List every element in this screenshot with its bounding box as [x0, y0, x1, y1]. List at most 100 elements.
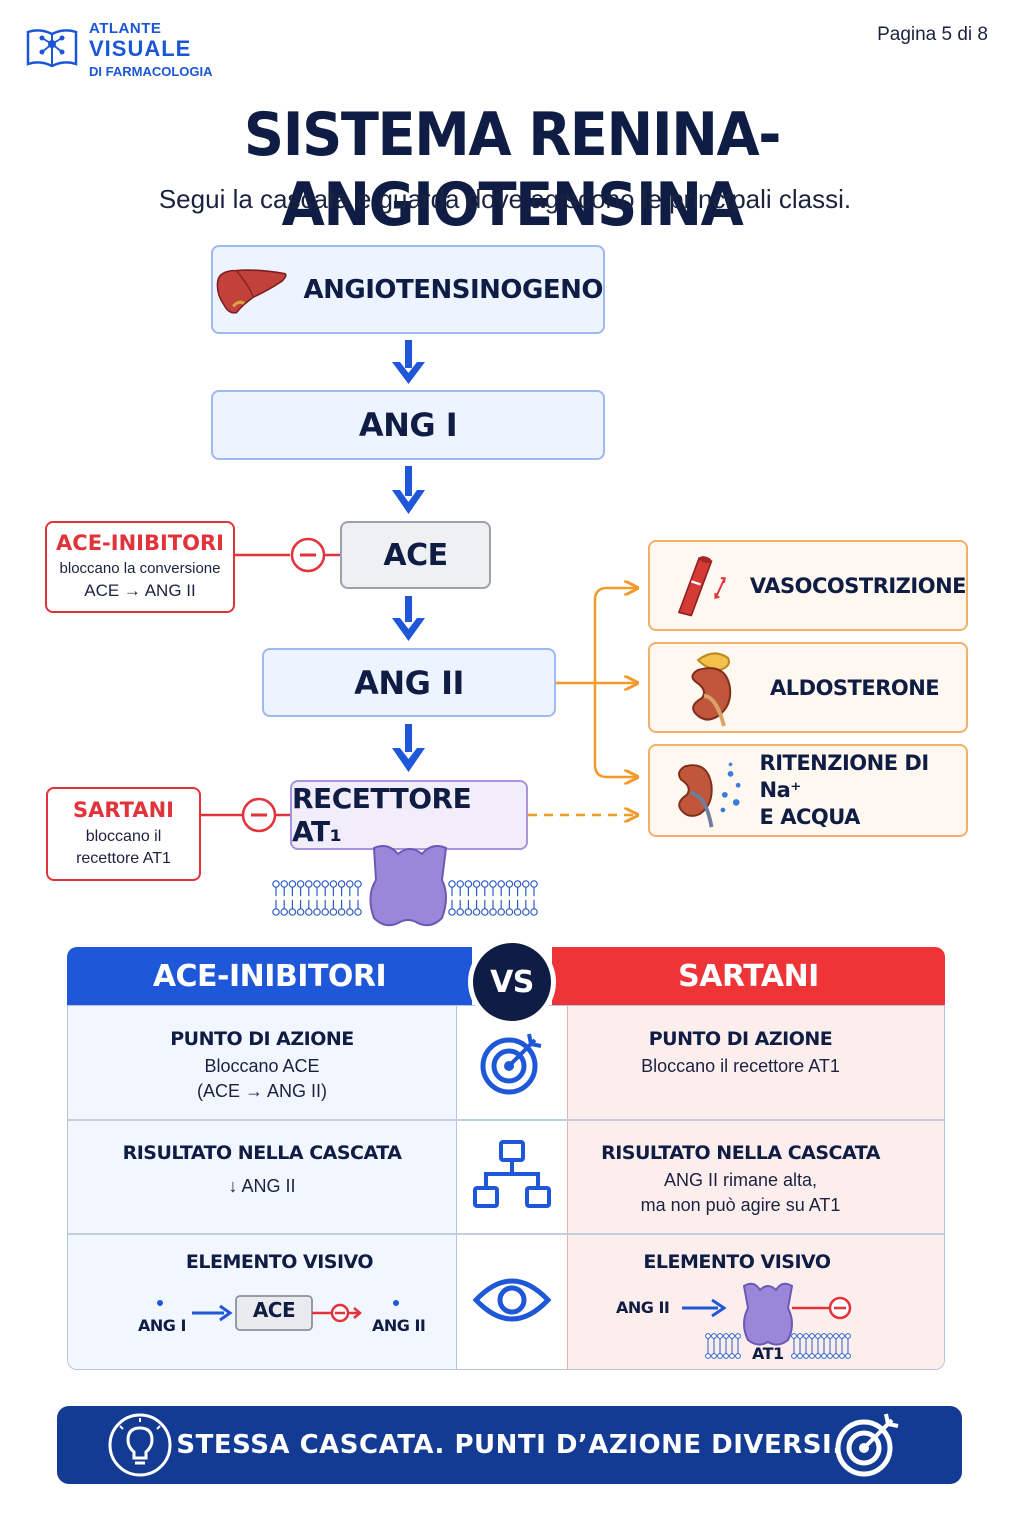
lipid-head [280, 908, 289, 916]
mini-ang2-label: ANG II [372, 1316, 426, 1335]
row-1-left-text-1: Bloccano ACE [204, 1056, 320, 1076]
sartans-text-1: bloccano il [85, 828, 162, 846]
lipid-head [497, 908, 506, 916]
row-divider-1 [68, 1119, 944, 1121]
aldosterone-box: ALDOSTERONE [648, 642, 968, 733]
aldosterone-label: ALDOSTERONE [770, 675, 940, 700]
lipid-head [505, 880, 514, 888]
vasoconstriction-label: VASOCOSTRIZIONE [749, 573, 967, 598]
sodium-water-retention-box: RITENZIONE DI Na⁺ E ACQUA [648, 744, 968, 837]
sartans-callout: SARTANI bloccano il recettore AT1 [46, 787, 201, 881]
sartans-column-header: SARTANI [552, 947, 945, 1005]
lipid-head [711, 1353, 717, 1359]
lipid-head [304, 880, 313, 888]
lipid-head [288, 880, 297, 888]
ace-label: ACE [383, 537, 448, 573]
ace-inhibitors-title: ACE-INIBITORI [56, 531, 224, 556]
mini-ang1-label: ANG I [138, 1316, 186, 1335]
lipid-head [513, 908, 522, 916]
lipid-head [296, 880, 305, 888]
lipid-head [337, 880, 346, 888]
lipid-head [839, 1353, 845, 1359]
logo-line-2: VISUALE [89, 36, 192, 61]
target-icon [480, 1033, 542, 1095]
footer-text: STESSA CASCATA. PUNTI D’AZIONE DIVERSI. [176, 1430, 843, 1460]
ace-inhibitors-callout: ACE-INIBITORI bloccano la conversione AC… [45, 521, 235, 613]
lipid-head [456, 880, 465, 888]
lipid-head [321, 908, 330, 916]
lipid-head [296, 908, 305, 916]
liver-icon [216, 268, 287, 314]
lipid-head [797, 1333, 803, 1339]
comparison-table: PUNTO DI AZIONE Bloccano ACE (ACE → ANG … [67, 1005, 945, 1370]
lipid-head [280, 880, 289, 888]
lipid-head [833, 1353, 839, 1359]
lipid-head [464, 908, 473, 916]
effect-arrows [528, 588, 636, 815]
lipid-head [705, 1333, 711, 1339]
at1-receptor-label: RECETTORE AT₁ [292, 782, 472, 848]
row-1-left-text-2: (ACE → ANG II) [196, 1081, 328, 1102]
ang1-box: ANG I [211, 390, 605, 460]
lipid-head [711, 1333, 717, 1339]
lipid-head [717, 1333, 723, 1339]
row-2-right-text-2: ma non può agire su AT1 [640, 1195, 841, 1216]
lipid-head [821, 1353, 827, 1359]
lipid-head [522, 908, 530, 916]
table-row-2-left: RISULTATO NELLA CASCATA ↓ ANG II [68, 1142, 456, 1199]
lipid-head [827, 1333, 833, 1339]
lipid-head [815, 1333, 821, 1339]
ang2-label: ANG II [354, 663, 464, 702]
lipid-head [489, 908, 497, 916]
lipid-head [346, 908, 354, 916]
row-2-left-title: RISULTATO NELLA CASCATA [122, 1142, 402, 1164]
table-row-2-right: RISULTATO NELLA CASCATA ANG II rimane al… [568, 1142, 913, 1218]
lightbulb-icon [108, 1413, 172, 1477]
lipid-head [464, 880, 473, 888]
ang2-box: ANG II [262, 648, 556, 717]
lipid-head [815, 1353, 821, 1359]
ace-inhibitors-column-header: ACE-INIBITORI [67, 947, 472, 1005]
lipid-head [346, 880, 354, 888]
lipid-head [729, 1353, 735, 1359]
mini-at1-label: AT1 [752, 1344, 784, 1363]
sartan-mini-diagram [682, 1282, 852, 1359]
retention-label-1: RITENZIONE DI Na⁺ [759, 750, 930, 802]
angiotensinogen-label: ANGIOTENSINOGENO [303, 274, 604, 305]
lipid-head [313, 908, 321, 916]
table-row-3-right-title-wrap: ELEMENTO VISIVO [568, 1251, 906, 1273]
logo-line-1: ATLANTE [89, 20, 162, 37]
lipid-head [809, 1353, 815, 1359]
lipid-head [791, 1353, 797, 1359]
row-1-left-title: PUNTO DI AZIONE [170, 1028, 354, 1050]
lipid-head [530, 880, 538, 888]
lipid-head [723, 1333, 729, 1339]
vasoconstriction-box: VASOCOSTRIZIONE [648, 540, 968, 631]
lipid-head [489, 880, 497, 888]
table-row-3-left-title-wrap: ELEMENTO VISIVO [68, 1251, 491, 1273]
row-1-right-title: PUNTO DI AZIONE [648, 1028, 833, 1050]
lipid-head [448, 880, 456, 888]
ace-inhibitors-text-2: ACE → ANG II [84, 580, 196, 600]
lipid-head [354, 880, 362, 888]
lipid-head [313, 880, 321, 888]
lipid-head [472, 908, 481, 916]
mini-ace-label: ACE [252, 1298, 296, 1322]
lipid-head [329, 908, 338, 916]
down-arrow-2 [392, 466, 425, 514]
lipid-head [354, 908, 362, 916]
down-arrow-4 [392, 724, 425, 772]
lipid-head [827, 1353, 833, 1359]
target-arrow-icon [835, 1413, 899, 1477]
lipid-head [456, 908, 465, 916]
eye-icon [472, 1278, 552, 1322]
lipid-head [272, 880, 280, 888]
lipid-head [329, 880, 338, 888]
page-subtitle: Segui la cascata e guarda dove agiscono … [158, 184, 852, 214]
lipid-head [513, 880, 522, 888]
row-2-right-text-1: ANG II rimane alta, [663, 1170, 818, 1190]
lipid-head [321, 880, 330, 888]
lipid-head [530, 908, 538, 916]
page-title: SISTEMA RENINA-ANGIOTENSINA [243, 100, 782, 240]
ace-inhibitors-text-1: bloccano la conversione [59, 560, 221, 578]
